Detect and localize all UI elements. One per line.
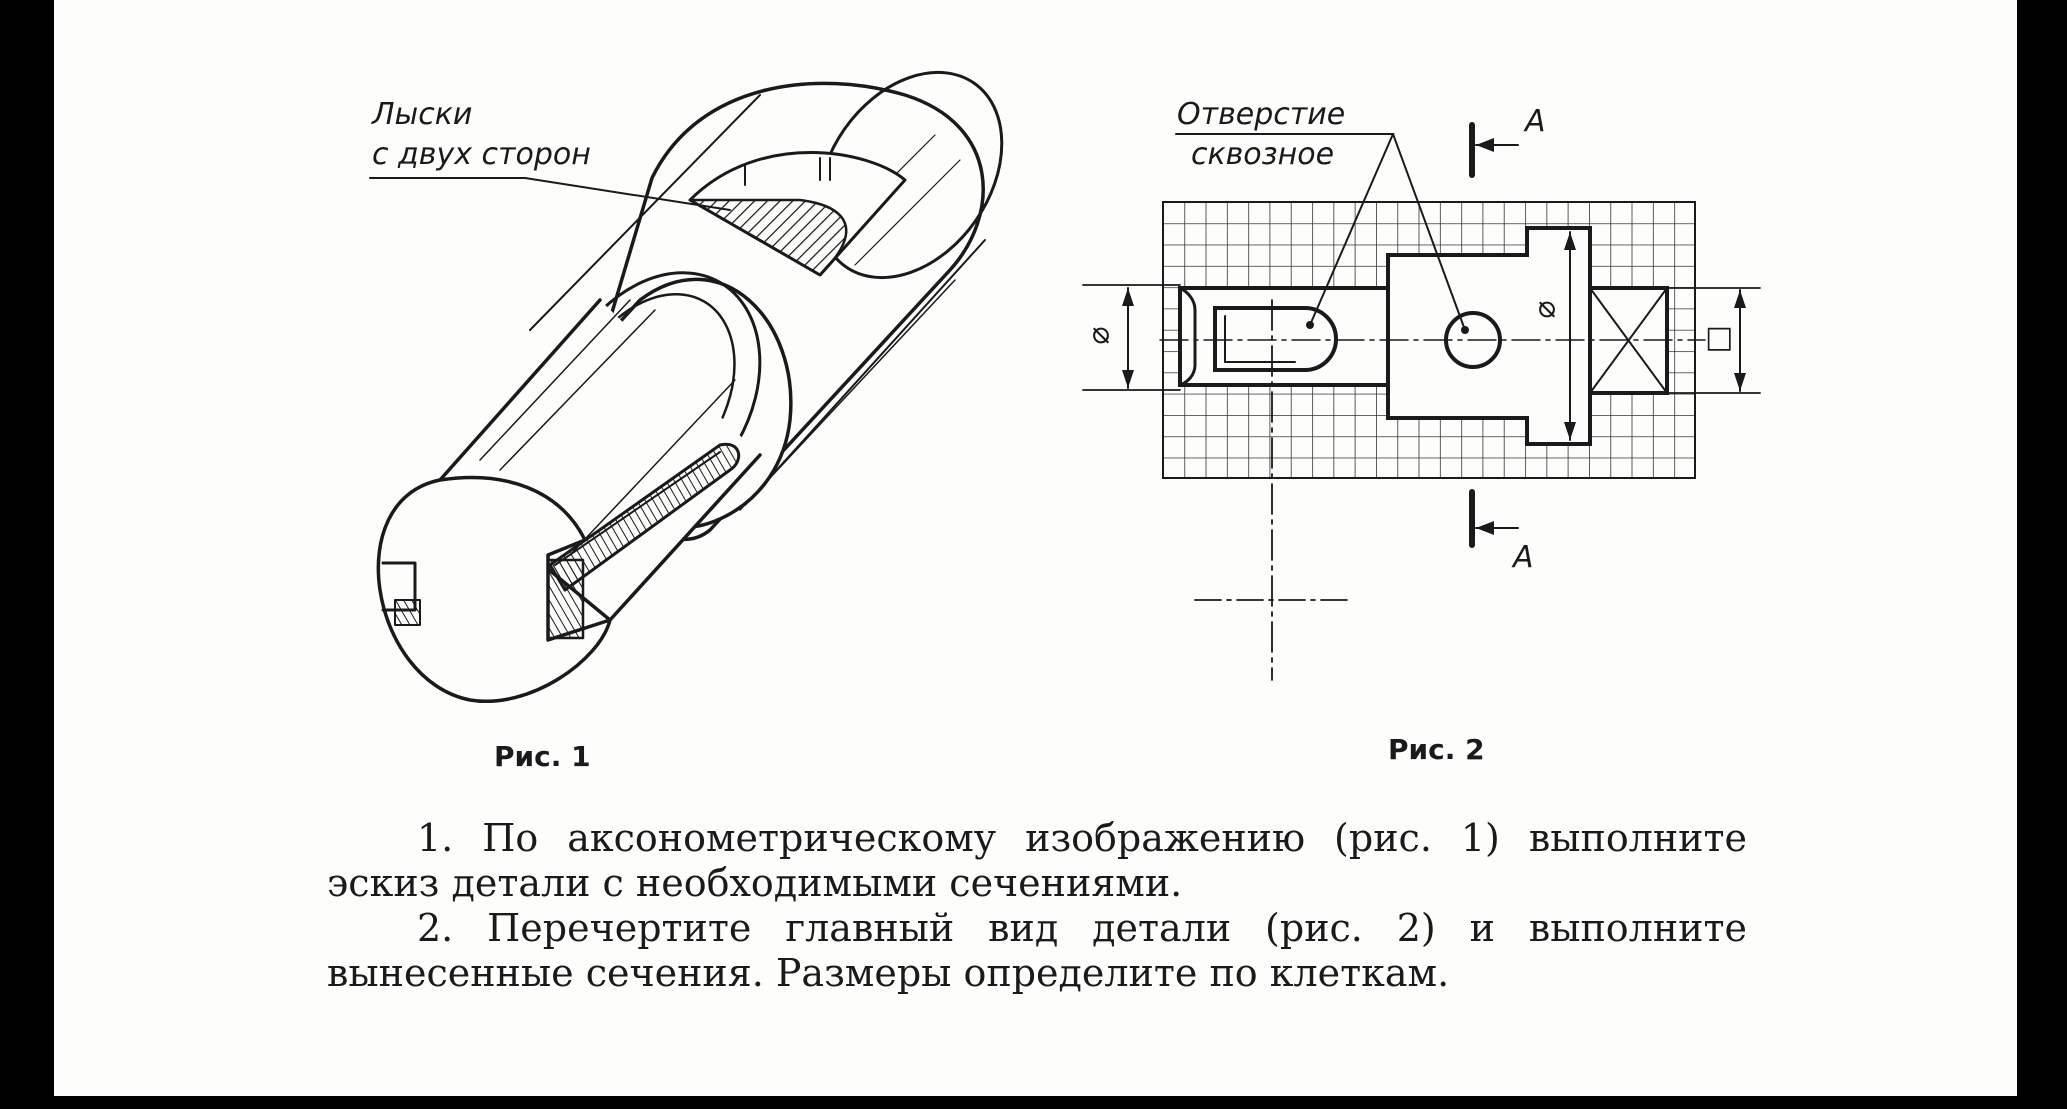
task-item-1: 1. По аксонометрическому изображению (ри… xyxy=(327,816,1747,905)
figure1-caption: Рис. 1 xyxy=(494,740,591,773)
diameter-symbol-right: ⌀ xyxy=(1527,300,1563,319)
flats-label-line1: Лыски xyxy=(372,97,473,132)
figure1-shaft xyxy=(369,70,1004,703)
square-symbol: □ xyxy=(1705,320,1734,355)
flats-leader xyxy=(369,177,731,211)
flats-label-line2: с двух сторон xyxy=(372,137,591,172)
keyway-slot xyxy=(548,442,741,592)
flat-hatched-area xyxy=(688,198,848,277)
task-item-2: 2. Перечертите главный вид детали (рис. … xyxy=(327,906,1747,995)
hole-label-line1: Отверстие xyxy=(1177,97,1346,132)
flats-label: Лыски с двух сторон xyxy=(372,95,591,175)
oblong-slot xyxy=(1213,306,1338,372)
task-text: 1. По аксонометрическому изображению (ри… xyxy=(327,816,1747,996)
hole-label: Отверстие сквозное xyxy=(1177,95,1345,175)
hole-label-line2: сквозное xyxy=(1191,137,1335,172)
shaft-front-face xyxy=(376,475,612,703)
figure2-caption: Рис. 2 xyxy=(1388,733,1485,766)
figure2-main-view xyxy=(1082,122,1761,681)
diameter-symbol-left: ⌀ xyxy=(1081,326,1117,345)
section-letter-bottom: А xyxy=(1513,540,1534,575)
hole-leader xyxy=(1175,133,1466,331)
large-cylinder-end xyxy=(816,70,1004,280)
section-letter-top: А xyxy=(1525,104,1546,139)
